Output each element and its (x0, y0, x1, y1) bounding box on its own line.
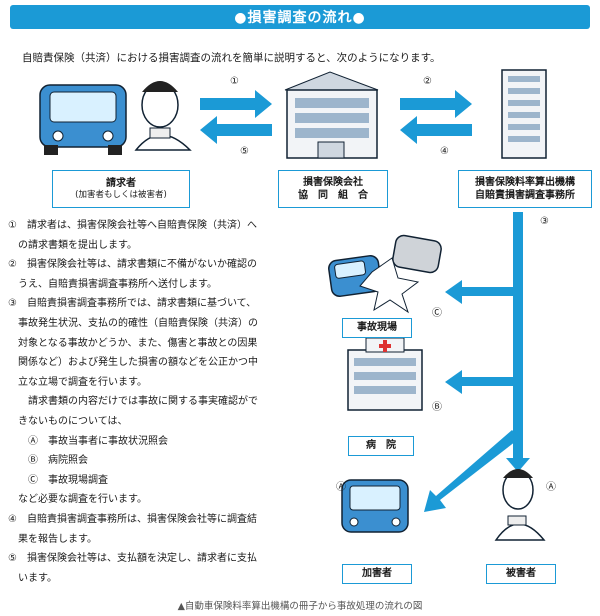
step-line: ⑤ 損害保険会社等は、支払額を決定し、請求者に支払 (8, 553, 257, 565)
step-list: ① 請求者は、損害保険会社等へ自賠責保険（共済）へ の請求書類を提出します。 ②… (8, 216, 308, 588)
claimant-car-icon (39, 84, 127, 155)
hospital-mark: Ⓑ (432, 402, 442, 413)
arrow-5-icon (200, 116, 272, 144)
office-sublabel: 自賠責損害調査事務所 (475, 190, 575, 201)
arrow-2-label: ② (423, 76, 432, 87)
arrow-5-label: ⑤ (240, 146, 249, 157)
hospital-box: 病 院 (348, 436, 414, 456)
claimant-person-icon (134, 81, 192, 151)
step-line: ① 請求者は、損害保険会社等へ自賠責保険（共済）へ (8, 220, 257, 231)
arrow-scene-icon (445, 280, 462, 304)
diagram-title: ●損害調査の流れ● (10, 5, 590, 29)
arrow-4-label: ④ (440, 146, 449, 157)
step-line: 対象となる事故かどうか、また、傷害と事故との因果 (8, 337, 258, 349)
step-line: 立な立場で調査を行います。 (8, 376, 147, 388)
step-line: ④ 自賠責損害調査事務所は、損害保険会社等に調査結 (8, 513, 257, 525)
step-line: うえ、自賠責損害調査事務所へ送付します。 (8, 278, 217, 290)
step-line: ③ 自賠責損害調査事務所では、請求書類に基づいて、 (8, 298, 257, 310)
arrow-3-label: ③ (540, 216, 549, 227)
perpetrator-car-icon (341, 479, 409, 533)
figure-caption: ▲自動車保険料率算出機構の冊子から事故処理の流れの図 (177, 601, 423, 612)
arrow-perpetrator-icon (424, 430, 520, 512)
office-box: 損害保険料率算出機構 自賠責損害調査事務所 (458, 170, 592, 208)
claimant-box: 請求者 (加害者もしくは被害者) (52, 170, 190, 208)
insurer-sublabel: 協 同 組 合 (298, 190, 368, 201)
victim-mark: Ⓐ (546, 482, 556, 493)
arrow-2-icon (400, 90, 472, 118)
arrow-1-icon (200, 90, 272, 118)
step-line: 請求書類の内容だけでは事故に関する事実確認がで (8, 396, 258, 408)
step-line: Ⓑ 病院照会 (8, 455, 88, 467)
scene-mark: Ⓒ (432, 308, 442, 319)
insurer-building-icon (284, 71, 379, 159)
step-line: います。 (8, 572, 57, 584)
step-line: ② 損害保険会社等は、請求書類に不備がないか確認の (8, 259, 257, 271)
accident-cars-icon (328, 234, 442, 314)
insurer-box: 損害保険会社 協 同 組 合 (278, 170, 388, 208)
claimant-sublabel: (加害者もしくは被害者) (75, 190, 167, 201)
arrow-3-head-icon (506, 458, 530, 472)
perpetrator-box: 加害者 (342, 564, 412, 584)
scene-box: 事故現場 (342, 318, 412, 338)
step-line: など必要な調査を行います。 (8, 494, 147, 506)
step-line: の請求書類を提出します。 (8, 239, 137, 251)
claimant-label: 請求者 (106, 177, 136, 189)
step-line: 関係など）および発生した損害の額などを公正かつ中 (8, 357, 258, 369)
perpetrator-mark: Ⓐ (336, 482, 346, 493)
step-line: 果を報告します。 (8, 533, 97, 545)
step-line: Ⓒ 事故現場調査 (8, 474, 108, 486)
step-line: Ⓐ 事故当事者に事故状況照会 (8, 435, 168, 447)
arrow-hospital-icon (445, 370, 462, 394)
step-line: きないものについては、 (8, 415, 128, 427)
intro-text: 自賠責保険（共済）における損害調査の流れを簡単に説明すると、次のようになります。 (22, 52, 441, 64)
insurer-label: 損害保険会社 (303, 176, 363, 188)
victim-person-icon (494, 469, 546, 541)
office-building-icon (501, 69, 547, 159)
hospital-building-icon (347, 337, 423, 411)
step-line: 事故発生状況、支払の的確性（自賠責保険（共済）の (8, 317, 258, 329)
office-label: 損害保険料率算出機構 (475, 176, 575, 188)
victim-box: 被害者 (486, 564, 556, 584)
arrow-1-label: ① (230, 76, 239, 87)
arrow-3-trunk (513, 212, 523, 462)
arrow-4-icon (400, 116, 472, 144)
